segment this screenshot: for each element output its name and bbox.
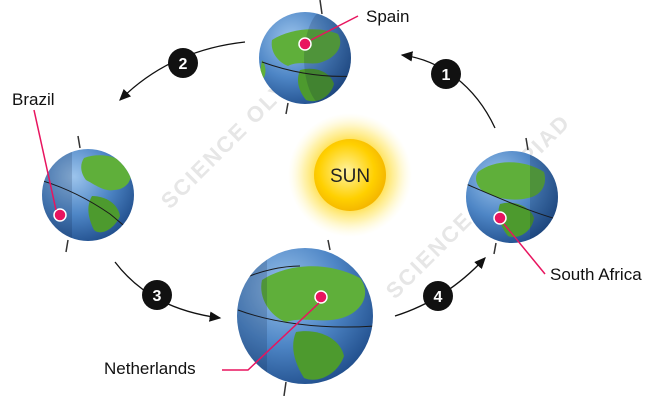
netherlands-label: Netherlands	[104, 359, 196, 378]
earth-globe-spain	[259, 0, 359, 115]
step-badge-3: 3	[142, 280, 172, 310]
netherlands-marker	[314, 290, 328, 304]
brazil-label: Brazil	[12, 90, 55, 109]
step-number-3: 3	[153, 288, 162, 305]
step-number-2: 2	[179, 56, 188, 73]
sun-label: SUN	[330, 166, 370, 187]
step-number-1: 1	[442, 67, 451, 84]
step-badge-4: 4	[423, 281, 453, 311]
brazil-marker	[53, 208, 67, 222]
earth-globe-south-africa	[466, 137, 558, 275]
sun: SUN	[288, 113, 412, 237]
step-number-4: 4	[434, 289, 443, 306]
step-badge-1: 1	[431, 59, 461, 89]
earth-globe-brazil	[33, 109, 134, 253]
spain-label: Spain	[366, 7, 409, 26]
earth-globe-netherlands	[222, 239, 373, 396]
spain-marker	[298, 37, 312, 51]
south-africa-marker	[493, 211, 507, 225]
south-africa-label: South Africa	[550, 265, 642, 284]
step-badge-2: 2	[168, 48, 198, 78]
